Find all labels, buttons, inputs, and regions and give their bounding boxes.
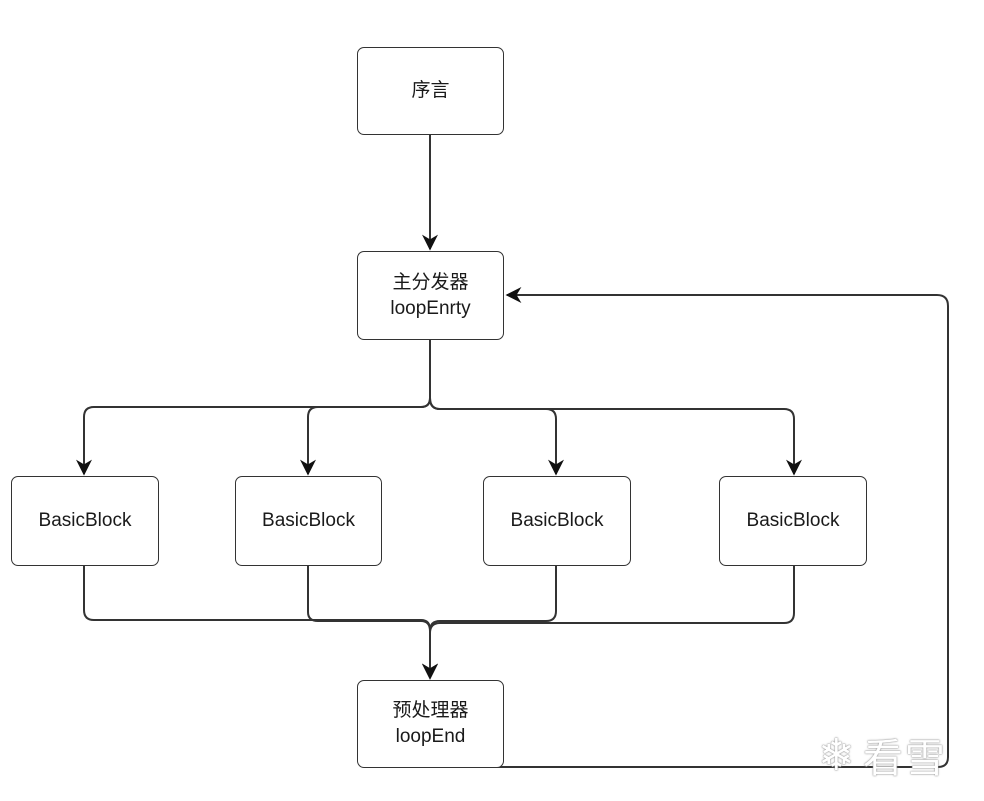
edge-preprocessor-dispatcher [430,287,949,768]
basic-block-label: BasicBlock [38,510,132,531]
edge-dispatcher-block-4 [429,339,802,476]
dispatcher-sublabel: loopEnrty [390,297,471,319]
prologue-node[interactable]: 序言 [357,47,504,135]
preprocessor-node[interactable]: 预处理器 loopEnd [357,680,504,768]
edge-block-3-preprocessor [422,565,557,680]
dispatcher-label: 主分发器 [392,271,469,293]
edge-block-2-preprocessor [307,565,438,680]
edge-block-4-preprocessor [422,565,795,680]
basic-block-node[interactable]: BasicBlock [719,476,867,566]
basic-block-label: BasicBlock [510,510,604,531]
basic-block-label: BasicBlock [746,510,840,531]
prologue-label: 序言 [411,80,450,101]
preprocessor-sublabel: loopEnd [395,726,466,747]
edge-dispatcher-block-2 [300,339,431,476]
dispatcher-node[interactable]: 主分发器 loopEnrty [357,251,504,340]
preprocessor-label: 预处理器 [392,700,469,721]
basic-block-label: BasicBlock [262,510,355,531]
snowflake-icon: ❄ [818,729,857,781]
watermark-text: 看雪 [862,736,947,782]
basic-block-node[interactable]: BasicBlock [483,476,631,566]
basic-block-node[interactable]: BasicBlock [11,476,159,566]
basic-block-node[interactable]: BasicBlock [235,476,382,566]
watermark: ❄ 看雪 [818,726,947,784]
edge-dispatcher-block-3 [429,339,564,476]
